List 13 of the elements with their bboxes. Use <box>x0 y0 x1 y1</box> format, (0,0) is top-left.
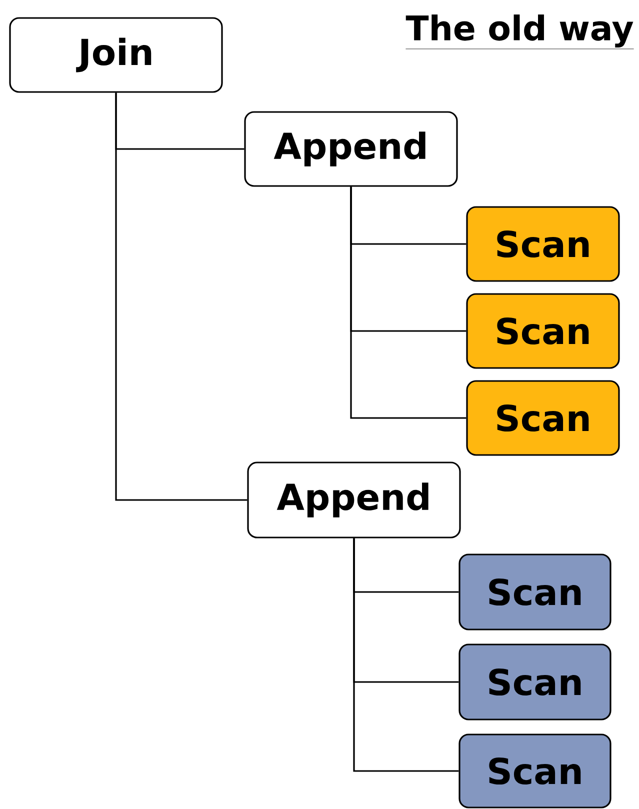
operator-box: Join <box>9 17 223 93</box>
scan-box: Scan <box>458 554 612 630</box>
connector <box>350 186 466 419</box>
operator-box: Append <box>247 462 461 538</box>
scan-box: Scan <box>458 644 612 720</box>
scan-box: Scan <box>466 380 620 456</box>
scan-box: Scan <box>458 734 612 808</box>
connector <box>115 92 248 501</box>
scan-box: Scan <box>466 206 620 282</box>
title: The old way <box>406 14 634 50</box>
operator-box: Append <box>244 111 458 187</box>
scan-box: Scan <box>466 293 620 369</box>
connector <box>353 538 459 772</box>
